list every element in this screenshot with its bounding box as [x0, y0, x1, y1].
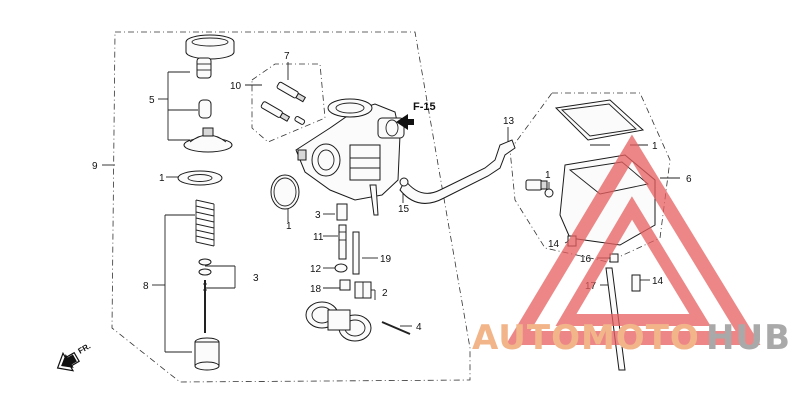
label-4: 4	[416, 322, 422, 333]
o-ring-gasket	[177, 170, 223, 186]
watermark: AUTOMOTO HUB	[472, 134, 791, 358]
reference-f15: F-15	[396, 101, 436, 130]
reference-arrow-icon	[396, 114, 414, 130]
left-assembly-frame	[111, 31, 471, 383]
label-5: 5	[149, 95, 155, 106]
label-19: 19	[380, 254, 392, 265]
watermark-brand-part2: HUB	[706, 318, 791, 358]
float-and-pin	[305, 301, 411, 342]
drain-tube	[399, 139, 516, 204]
label-2: 2	[382, 288, 388, 299]
top-cap-ring	[185, 34, 235, 60]
label-1-gasket: 1	[652, 141, 658, 152]
jet-needle	[203, 280, 207, 333]
label-3-left: 3	[253, 273, 259, 284]
reference-label: F-15	[413, 101, 436, 113]
label-18: 18	[310, 284, 322, 295]
label-10: 10	[230, 81, 242, 92]
main-spring	[195, 199, 215, 247]
jets-and-tube	[334, 203, 372, 299]
front-arrow-icon	[56, 351, 80, 372]
carburetor-body	[295, 98, 405, 216]
label-1-left: 1	[159, 173, 165, 184]
label-12: 12	[310, 264, 322, 275]
float-chamber-o-ring	[270, 174, 300, 210]
front-direction-label: FR.	[77, 341, 93, 355]
label-7: 7	[284, 51, 290, 62]
front-direction-indicator: FR.	[56, 341, 93, 372]
needle-group-frame	[251, 63, 326, 143]
diaphragm-cap	[183, 127, 233, 153]
label-14-right: 14	[652, 276, 664, 287]
label-16: 16	[580, 254, 592, 265]
label-13: 13	[503, 116, 515, 127]
float-chamber-frame	[509, 92, 671, 263]
label-14-left: 14	[548, 239, 560, 250]
watermark-triangle-icon	[505, 134, 761, 345]
needle-clips	[198, 258, 212, 276]
label-11: 11	[313, 232, 324, 243]
part-number-labels: 9 5 1 8 3 10 7 1 3 11 12 18 19 2 4 15 13…	[92, 51, 692, 333]
label-6: 6	[686, 174, 692, 185]
label-8: 8	[143, 281, 149, 292]
top-spring	[196, 57, 212, 79]
slide-assembly	[177, 34, 235, 371]
slide-cylinder	[198, 99, 212, 119]
throttle-slide	[194, 337, 220, 371]
label-3-jet: 3	[315, 210, 321, 221]
label-1-drain: 1	[545, 170, 551, 181]
label-15: 15	[398, 204, 410, 215]
watermark-brand-part1: AUTOMOTO	[472, 318, 700, 358]
label-1-oring: 1	[286, 221, 292, 232]
pilot-screws	[260, 81, 307, 125]
group-frames	[111, 31, 671, 383]
label-9: 9	[92, 161, 98, 172]
